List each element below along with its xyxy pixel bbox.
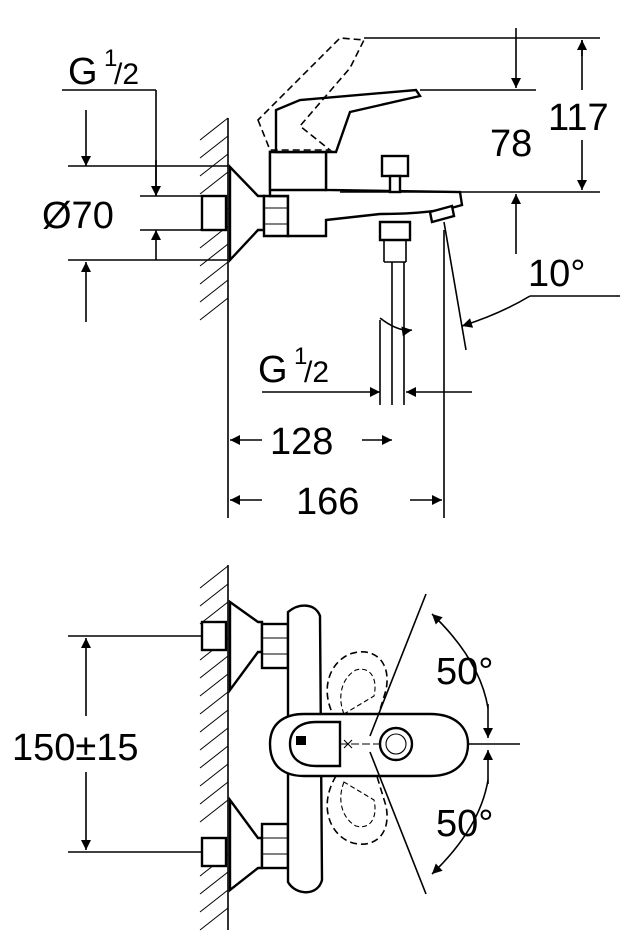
side-view: G 1 /2 Ø70 117 78 10° G 1 /2 128 166 bbox=[42, 28, 620, 523]
bottom-thread bbox=[378, 220, 412, 242]
hex-nut-lower bbox=[260, 822, 290, 870]
spout-outlet bbox=[428, 204, 456, 224]
wall-side bbox=[199, 117, 229, 518]
escutcheon bbox=[228, 164, 266, 264]
wall-top bbox=[199, 565, 229, 931]
label-angle-lower: 50° bbox=[436, 803, 493, 845]
handle-rotated-up bbox=[326, 651, 388, 738]
label-117: 117 bbox=[548, 97, 609, 139]
escutcheon-upper bbox=[228, 599, 264, 694]
label-thread-top: G 1 /2 bbox=[68, 45, 139, 93]
label-128: 128 bbox=[270, 421, 333, 463]
escutcheon-lower bbox=[228, 796, 264, 893]
label-angle-upper: 50° bbox=[436, 651, 493, 693]
hex-nut bbox=[262, 194, 290, 238]
hex-nut-upper bbox=[260, 622, 290, 670]
label-78: 78 bbox=[490, 123, 532, 165]
wall-connector-lower bbox=[200, 836, 228, 868]
label-angle-10: 10° bbox=[528, 253, 585, 295]
svg-text:G: G bbox=[258, 349, 288, 391]
label-spacing: 150±15 bbox=[12, 727, 139, 769]
svg-text:1: 1 bbox=[294, 343, 307, 370]
diverter-knob bbox=[380, 154, 410, 178]
wall-connector-upper bbox=[200, 620, 228, 652]
svg-text:1: 1 bbox=[104, 45, 117, 72]
svg-text:G: G bbox=[68, 51, 98, 93]
wall-connector bbox=[200, 194, 228, 232]
svg-text:/2: /2 bbox=[114, 58, 139, 91]
label-166: 166 bbox=[296, 481, 359, 523]
label-thread-bottom: G 1 /2 bbox=[258, 343, 329, 391]
svg-text:/2: /2 bbox=[304, 356, 329, 389]
top-view: 150±15 50° 50° bbox=[12, 565, 520, 931]
handle-rotated-down bbox=[326, 758, 388, 845]
lever-handle-raised bbox=[257, 37, 366, 151]
label-diameter: Ø70 bbox=[42, 195, 114, 237]
lever-handle bbox=[274, 88, 422, 154]
